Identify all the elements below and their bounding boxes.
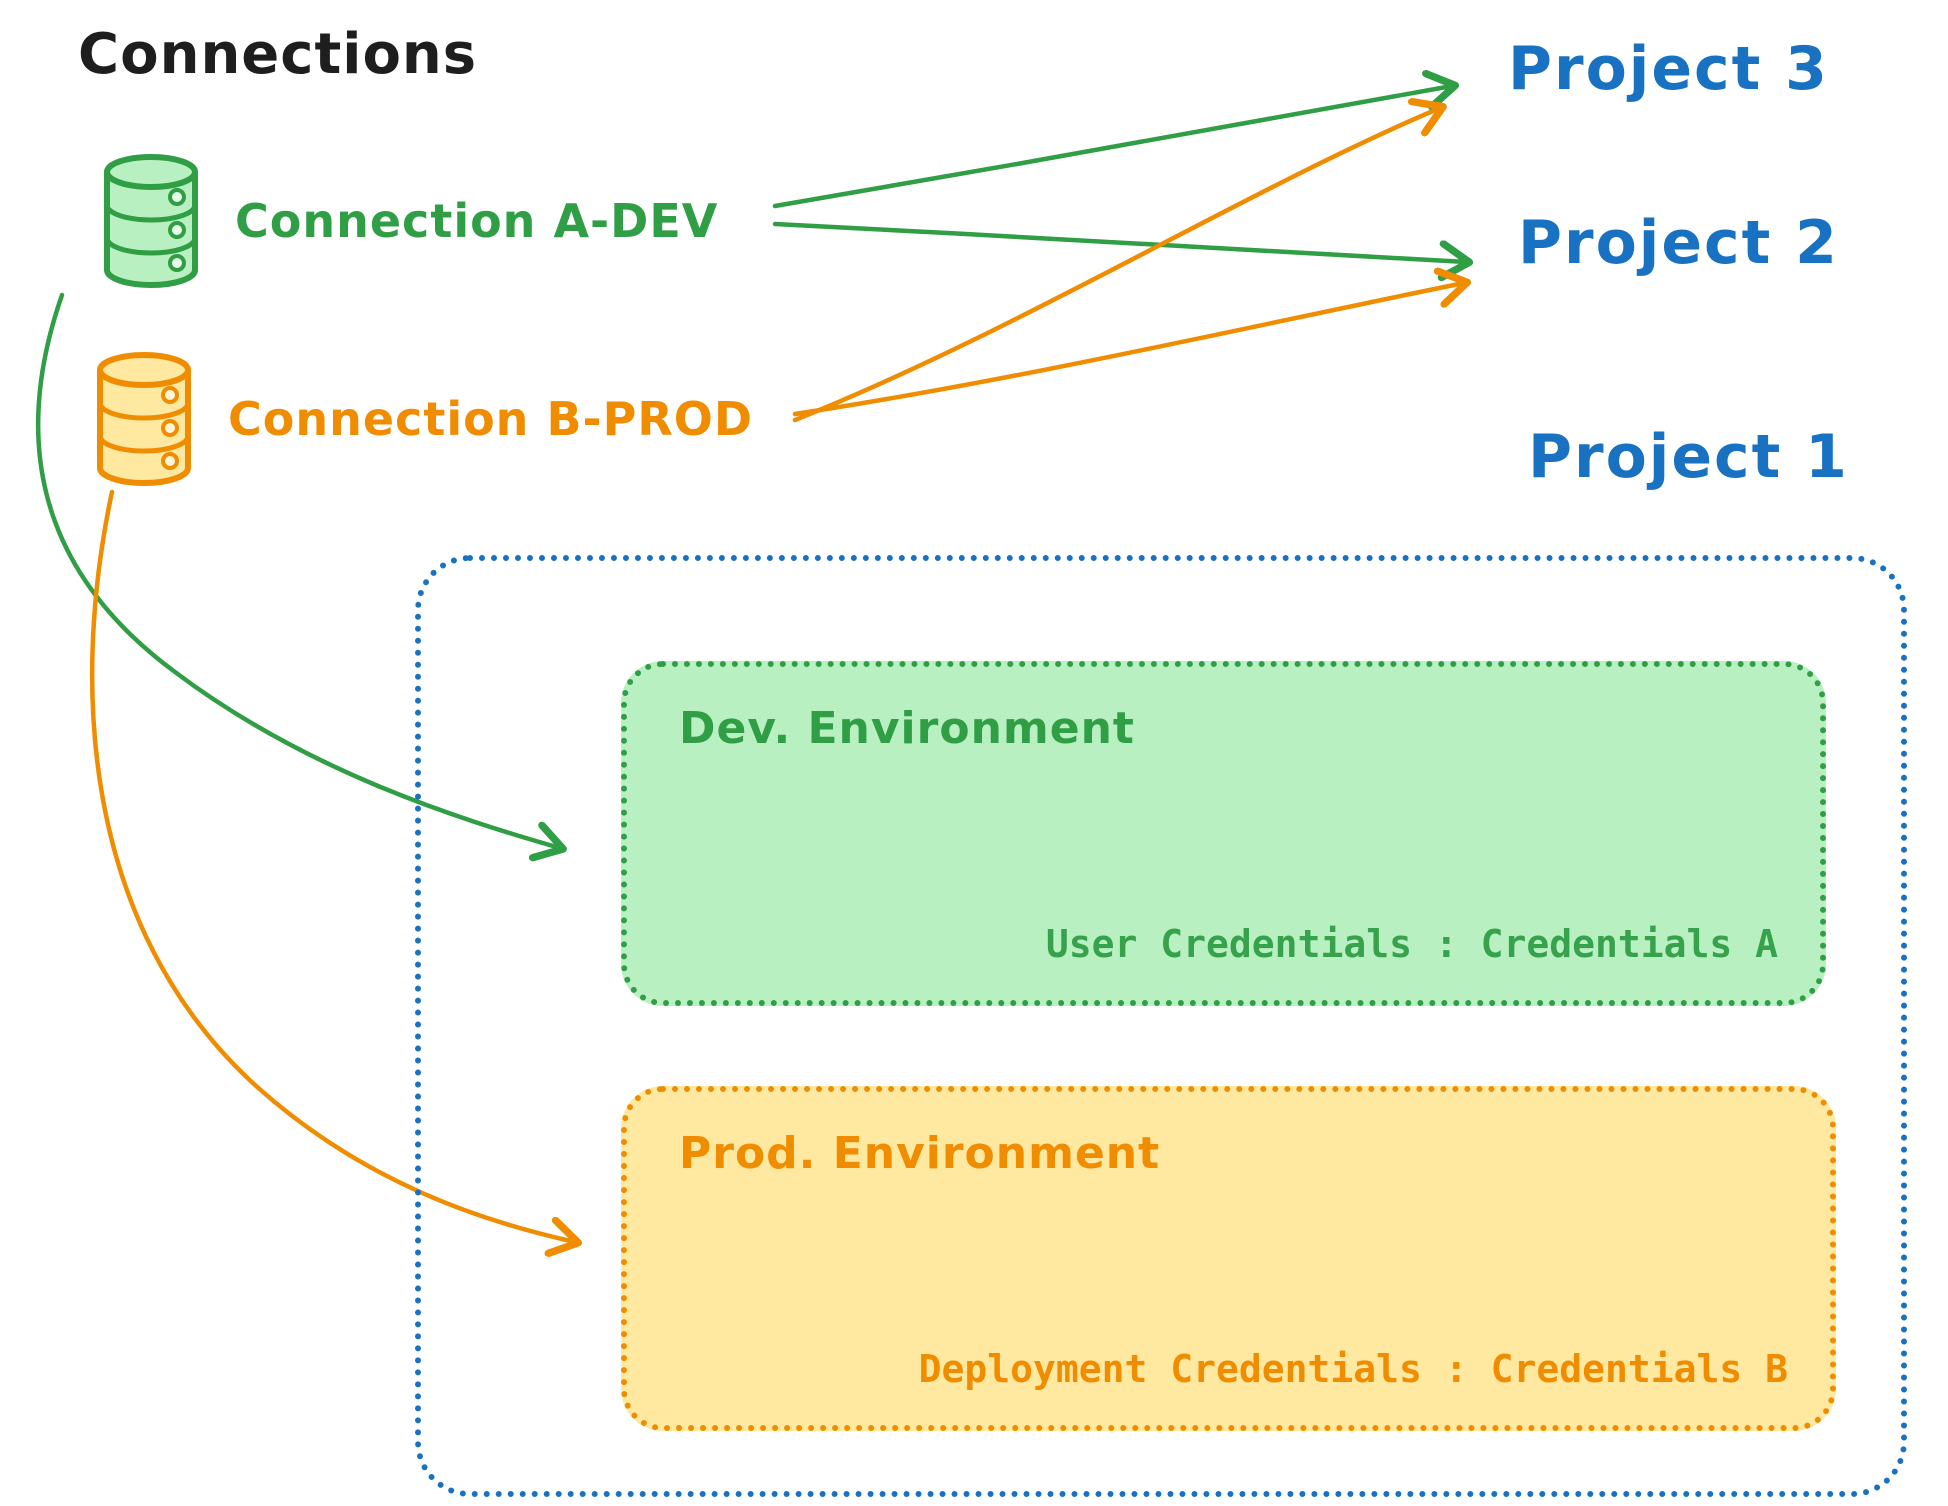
project-2-label: Project 2 — [1518, 208, 1839, 278]
project-3-label: Project 3 — [1508, 34, 1829, 104]
prod-environment-credentials: Deployment Credentials : Credentials B — [918, 1347, 1788, 1391]
arrow-a-dev-to-project2 — [772, 221, 1466, 262]
database-icon-dev — [104, 154, 198, 288]
connection-a-dev-label: Connection A-DEV — [235, 194, 719, 248]
connection-a-dev: Connection A-DEV — [95, 150, 718, 292]
connection-b-prod: Connection B-PROD — [88, 348, 753, 490]
dev-environment-credentials: User Credentials : Credentials A — [1045, 922, 1778, 966]
prod-environment-title: Prod. Environment — [679, 1128, 1161, 1179]
prod-environment-box: Prod. Environment Deployment Credentials… — [621, 1086, 1836, 1431]
project-1-label: Project 1 — [1528, 422, 1849, 492]
diagram-title: Connections — [78, 22, 478, 87]
arrow-a-dev-to-project3 — [772, 86, 1452, 209]
dev-environment-title: Dev. Environment — [679, 703, 1135, 754]
arrow-b-prod-to-project3 — [792, 108, 1440, 423]
database-icon-prod — [97, 352, 191, 486]
connection-b-prod-label: Connection B-PROD — [228, 392, 754, 446]
project-1-container: Dev. Environment User Credentials : Cred… — [415, 555, 1907, 1497]
arrow-b-prod-to-project2 — [792, 283, 1464, 417]
dev-environment-box: Dev. Environment User Credentials : Cred… — [621, 661, 1826, 1006]
